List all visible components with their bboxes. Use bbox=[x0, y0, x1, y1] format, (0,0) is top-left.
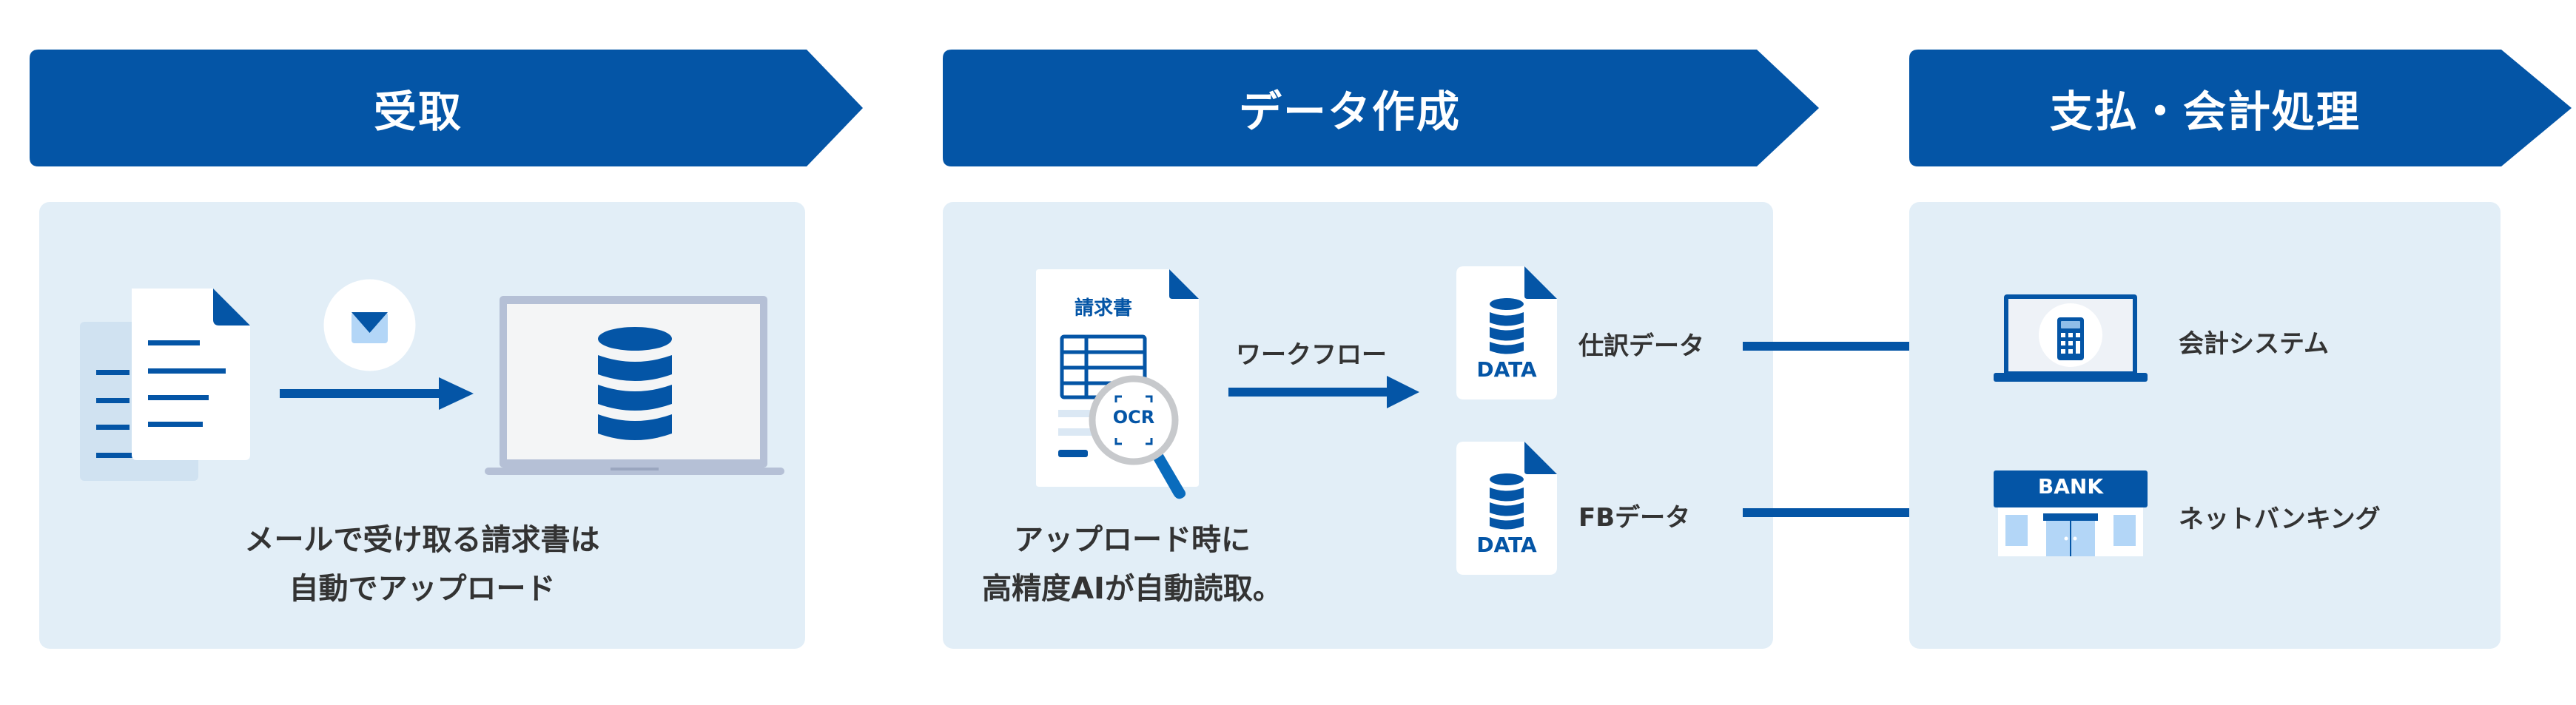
laptop-database-icon bbox=[485, 294, 784, 479]
workflow-label: ワークフロー bbox=[1236, 340, 1387, 370]
invoice-title: 請求書 bbox=[1074, 297, 1132, 320]
stage-title: データ作成 bbox=[1238, 87, 1461, 137]
data-label: DATA bbox=[1476, 357, 1537, 382]
accounting-laptop-icon bbox=[1994, 293, 2148, 383]
ocr-label: OCR bbox=[1112, 407, 1155, 428]
bank-building-icon: BANK bbox=[1994, 470, 2148, 558]
receive-caption-line2: 自動でアップロード bbox=[289, 572, 556, 606]
create-caption: アップロード時に 高精度AIが自動読取。 bbox=[955, 516, 1310, 613]
receive-caption: メールで受け取る請求書は 自動でアップロード bbox=[39, 516, 805, 613]
create-caption-line1: アップロード時に bbox=[1014, 523, 1251, 557]
stage-header-payment: 支払・会計処理 bbox=[1909, 50, 2572, 166]
mail-icon bbox=[323, 279, 416, 371]
output-label-fb: FBデータ bbox=[1578, 503, 1691, 533]
documents-icon bbox=[80, 289, 258, 481]
output-label-journal: 仕訳データ bbox=[1578, 331, 1704, 361]
stage-header-receive: 受取 bbox=[30, 50, 863, 166]
arrow-right-icon bbox=[1228, 376, 1419, 408]
panel-payment bbox=[1909, 202, 2501, 649]
bank-sign: BANK bbox=[2037, 474, 2104, 499]
destination-label-accounting: 会計システム bbox=[2179, 329, 2329, 359]
data-file-fb: DATA bbox=[1456, 442, 1557, 575]
stage-header-create: データ作成 bbox=[943, 50, 1819, 166]
data-file-journal: DATA bbox=[1456, 266, 1557, 399]
destination-label-netbanking: ネットバンキング bbox=[2179, 505, 2381, 534]
create-caption-line2: 高精度AIが自動読取。 bbox=[982, 572, 1282, 606]
arrow-right-icon bbox=[280, 377, 474, 410]
invoice-document: 請求書 OCR bbox=[1036, 269, 1236, 513]
stage-title: 受取 bbox=[373, 87, 463, 137]
receive-caption-line1: メールで受け取る請求書は bbox=[244, 523, 600, 557]
stage-title: 支払・会計処理 bbox=[2049, 87, 2361, 137]
data-label: DATA bbox=[1476, 533, 1537, 557]
